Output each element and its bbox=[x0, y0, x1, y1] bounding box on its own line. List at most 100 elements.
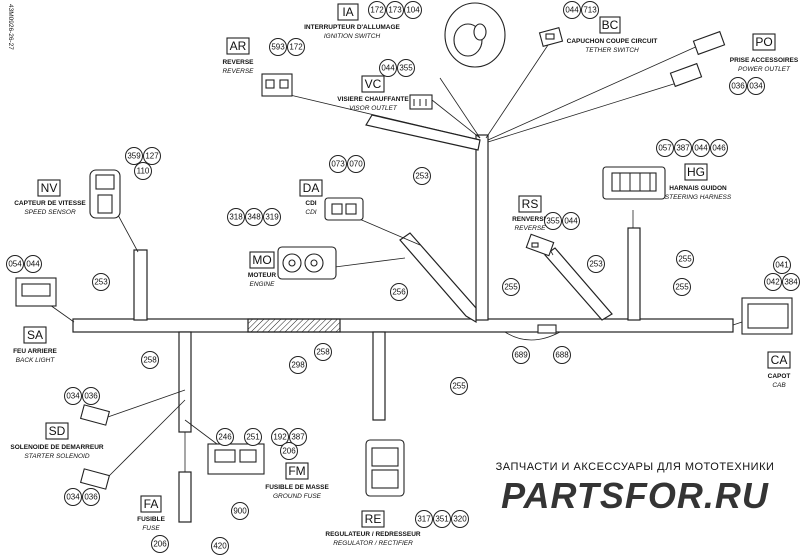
po-lead-wire-1 bbox=[487, 44, 701, 141]
da-label-en: CDI bbox=[305, 209, 316, 216]
callout-re-351: 351 bbox=[433, 510, 451, 528]
engine-branch bbox=[399, 232, 477, 324]
vc-label-en: VISOR OUTLET bbox=[349, 105, 398, 112]
callout-w258b-258: 258 bbox=[314, 343, 332, 361]
callout-number: 255 bbox=[452, 382, 466, 391]
fm-label-fr: FUSIBLE DE MASSE bbox=[265, 484, 329, 491]
regulator-connector bbox=[365, 439, 405, 497]
callout-number: 073 bbox=[331, 160, 345, 169]
sd-lead-wire-1 bbox=[104, 389, 186, 419]
callout-re-317: 317 bbox=[415, 510, 433, 528]
svg-text:CA: CA bbox=[771, 353, 788, 367]
callout-number: 036 bbox=[731, 82, 745, 91]
svg-text:MO: MO bbox=[252, 253, 271, 267]
callout-number: 044 bbox=[565, 6, 579, 15]
sa-label-en: BACK LIGHT bbox=[16, 357, 56, 364]
svg-text:RS: RS bbox=[522, 197, 539, 211]
callout-w255a-255: 255 bbox=[502, 278, 520, 296]
callout-rs-044: 044 bbox=[562, 212, 580, 230]
fa-label-en: FUSE bbox=[142, 525, 160, 532]
callout-nv-127: 127 bbox=[143, 147, 161, 165]
callout-sa-044: 044 bbox=[24, 255, 42, 273]
solenoid-drop-wire bbox=[178, 331, 192, 433]
callout-number: 172 bbox=[370, 6, 384, 15]
bc-lead-wire bbox=[485, 44, 549, 139]
callout-number: 593 bbox=[271, 43, 285, 52]
callout-number: 253 bbox=[94, 278, 108, 287]
callout-number: 036 bbox=[84, 392, 98, 401]
svg-text:DA: DA bbox=[303, 181, 320, 195]
callout-w258a-258: 258 bbox=[141, 351, 159, 369]
callout-number: 317 bbox=[417, 515, 431, 524]
main-trunk-wire bbox=[72, 318, 734, 333]
steering-harness-connector bbox=[602, 166, 666, 200]
code-box-fa: FA bbox=[140, 495, 162, 513]
power-outlet-connector bbox=[669, 30, 726, 88]
code-box-re: RE bbox=[361, 510, 385, 528]
ia-label-en: IGNITION SWITCH bbox=[324, 33, 381, 40]
svg-text:FM: FM bbox=[288, 464, 305, 478]
callout-w298-298: 298 bbox=[289, 356, 307, 374]
watermark: ЗАПЧАСТИ И АКСЕССУАРЫ ДЛЯ МОТОТЕХНИКИ PA… bbox=[496, 461, 775, 516]
callout-number: 319 bbox=[265, 213, 279, 222]
callout-number: 255 bbox=[504, 283, 518, 292]
callout-number: 036 bbox=[84, 493, 98, 502]
callout-hg-057: 057 bbox=[656, 139, 674, 157]
cab-connector bbox=[741, 297, 793, 335]
da-label-fr: CDI bbox=[305, 200, 316, 207]
back-light-connector bbox=[15, 277, 57, 307]
watermark-tagline: ЗАПЧАСТИ И АКСЕССУАРЫ ДЛЯ МОТОТЕХНИКИ bbox=[496, 461, 775, 473]
callout-number: 057 bbox=[658, 144, 672, 153]
callout-number: 387 bbox=[676, 144, 690, 153]
callout-w255c-255: 255 bbox=[673, 278, 691, 296]
center-riser-wire bbox=[475, 134, 489, 321]
callout-ia-172: 172 bbox=[368, 1, 386, 19]
nv-label-fr: CAPTEUR DE VITESSE bbox=[14, 200, 86, 207]
callout-fm-251: 251 bbox=[244, 428, 262, 446]
callout-number: 355 bbox=[546, 217, 560, 226]
callout-fm-387: 387 bbox=[289, 428, 307, 446]
code-box-sd: SD bbox=[45, 422, 69, 440]
callout-number: 034 bbox=[66, 493, 80, 502]
svg-text:HG: HG bbox=[687, 165, 705, 179]
sa-label-fr: FEU ARRIERE bbox=[13, 348, 57, 355]
callout-number: 420 bbox=[213, 542, 227, 551]
rs-label-en: REVERSE bbox=[514, 225, 546, 232]
callout-number: 253 bbox=[589, 260, 603, 269]
code-box-vc: VC bbox=[361, 75, 385, 93]
ia-label-fr: INTERRUPTEUR D'ALLUMAGE bbox=[304, 24, 400, 31]
callout-mo-318: 318 bbox=[227, 208, 245, 226]
clip-arc bbox=[504, 331, 561, 341]
regulator-drop-wire bbox=[372, 331, 386, 421]
callout-fm-206: 206 bbox=[280, 442, 298, 460]
callout-number: 253 bbox=[415, 172, 429, 181]
reverse-ar-branch bbox=[365, 114, 481, 151]
vc-label-fr: VISIERE CHAUFFANTE bbox=[337, 96, 409, 103]
ar-label-en: REVERSE bbox=[222, 68, 254, 75]
callout-number: 900 bbox=[233, 507, 247, 516]
callout-ca-042: 042 bbox=[764, 273, 782, 291]
callout-number: 041 bbox=[775, 261, 789, 270]
callout-number: 258 bbox=[316, 348, 330, 357]
callout-vc-044: 044 bbox=[379, 59, 397, 77]
mo-label-en: ENGINE bbox=[250, 281, 276, 288]
nv-lead-wire bbox=[117, 214, 139, 253]
code-box-mo: MO bbox=[249, 251, 275, 269]
code-box-hg: HG bbox=[684, 163, 708, 181]
bc-label-en: TETHER SWITCH bbox=[585, 47, 639, 54]
mo-label-fr: MOTEUR bbox=[248, 272, 276, 279]
callout-mo-319: 319 bbox=[263, 208, 281, 226]
callout-ar-172: 172 bbox=[287, 38, 305, 56]
reverse-rs-branch bbox=[544, 247, 613, 321]
callout-number: 044 bbox=[26, 260, 40, 269]
callout-sd-bottom-036: 036 bbox=[82, 488, 100, 506]
callout-number: 104 bbox=[406, 6, 420, 15]
svg-text:IA: IA bbox=[342, 5, 353, 19]
callout-w255d-255: 255 bbox=[450, 377, 468, 395]
callout-fa-right-420: 420 bbox=[211, 537, 229, 555]
ar-lead-wire bbox=[289, 94, 481, 141]
callout-fa-left-206: 206 bbox=[151, 535, 169, 553]
nv-label-en: SPEED SENSOR bbox=[24, 209, 76, 216]
callout-number: 206 bbox=[282, 447, 296, 456]
